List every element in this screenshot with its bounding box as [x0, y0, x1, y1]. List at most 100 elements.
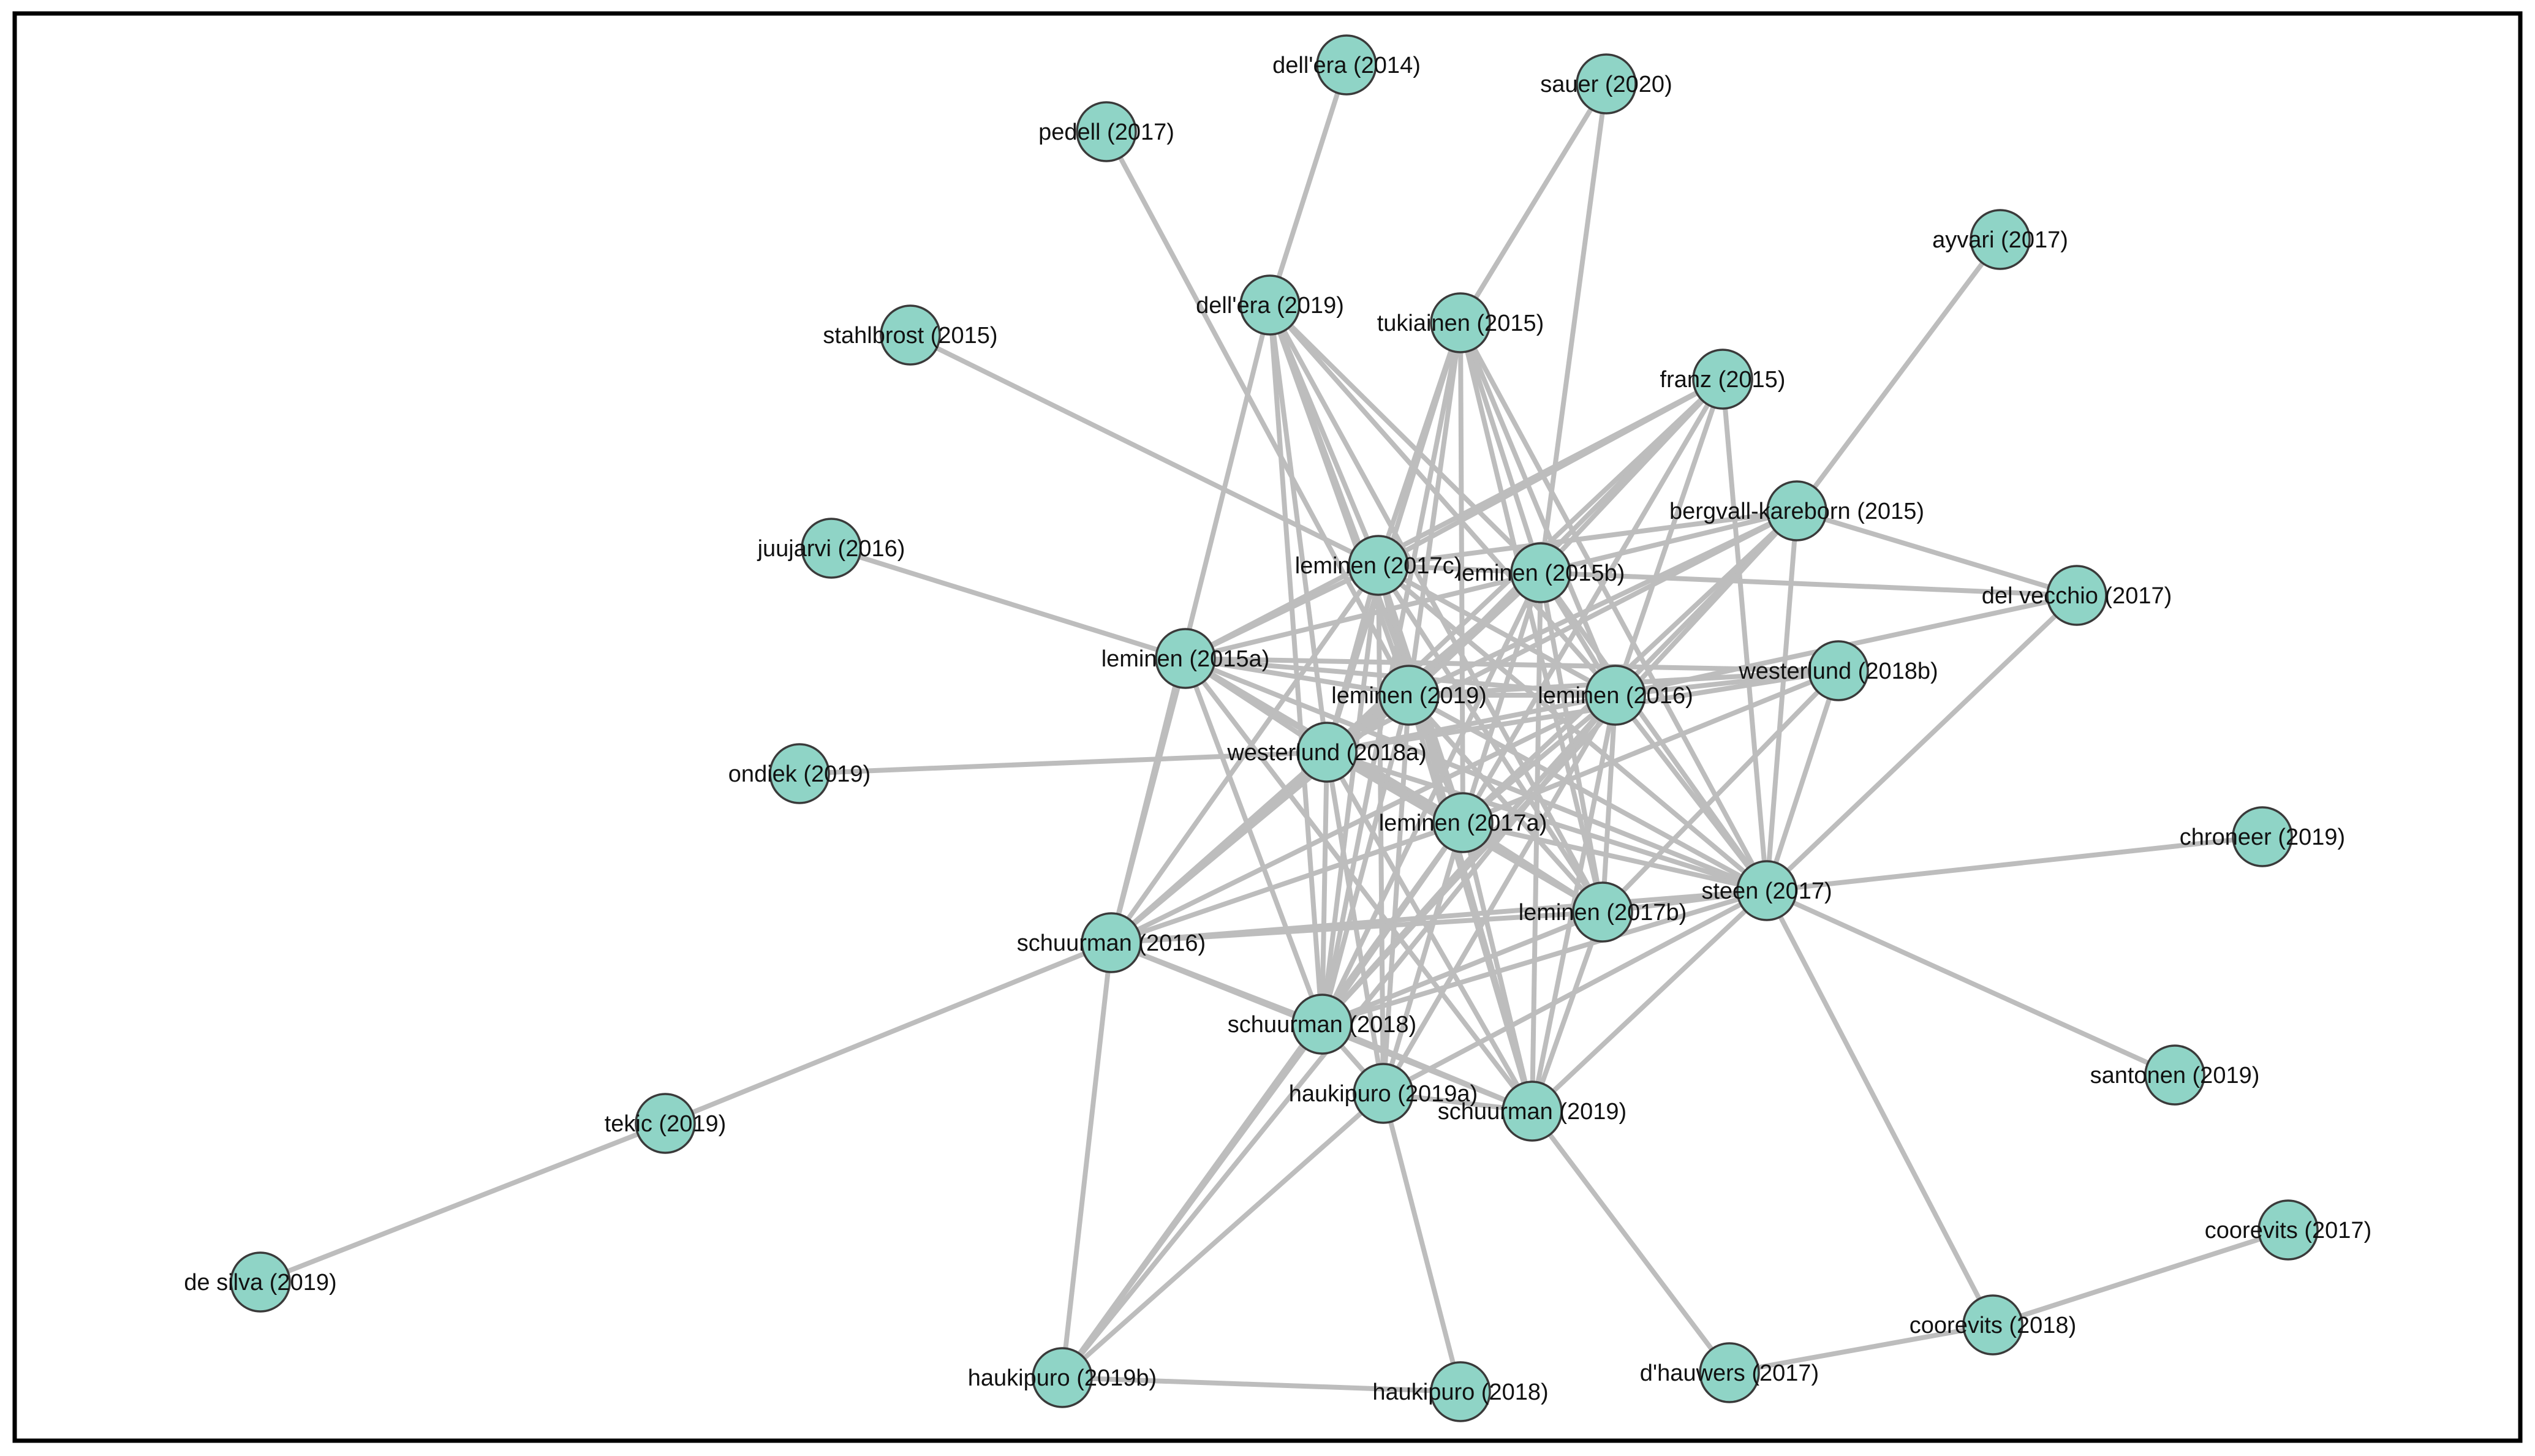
node-leminen2017a: leminen (2017a)	[1379, 792, 1547, 853]
edge-coorevits2018-dhauwers2017	[1727, 1322, 1995, 1375]
node-santonen2019: santonen (2019)	[2090, 1044, 2259, 1106]
node-label: coorevits (2017)	[2205, 1218, 2371, 1243]
edge-leminen2017a-schuurman2016	[1109, 820, 1465, 945]
edge-pedell2017-leminen2019	[1104, 129, 1411, 698]
node-label: steen (2017)	[1701, 878, 1832, 904]
node-schuurman2016: schuurman (2016)	[1017, 912, 1206, 973]
edge-leminen2017b-schuurman2018	[1320, 910, 1605, 1027]
node-delvecchio2017: del vecchio (2017)	[1982, 565, 2172, 626]
edge-haukipuro2018-haukipuro2019a	[1381, 1091, 1463, 1394]
edge-ondiek2019-westerlund2018a	[797, 750, 1329, 776]
edge-steen2017-schuurman2018	[1320, 888, 1769, 1027]
edge-leminen2015a-steen2017	[1183, 656, 1769, 893]
node-juujarvi2016: juujarvi (2016)	[757, 518, 905, 579]
edge-leminen2015a-schuurman2018	[1183, 656, 1324, 1027]
edge-leminen2019-steen2017	[1407, 693, 1769, 893]
node-label: d'hauwers (2017)	[1640, 1360, 1819, 1386]
node-circle	[1572, 881, 1633, 943]
node-circle	[1962, 1294, 2023, 1356]
node-ondiek2019: ondiek (2019)	[728, 743, 871, 804]
node-label: schuurman (2019)	[1438, 1099, 1626, 1125]
edge-leminen2016-haukipuro2019a	[1381, 693, 1618, 1096]
node-bergvall2015: bergvall-kareborn (2015)	[1669, 480, 1924, 541]
edge-leminen2016-steen2017	[1613, 693, 1769, 893]
node-circle	[1766, 480, 1827, 541]
edge-leminen2017a-haukipuro2019a	[1381, 820, 1465, 1096]
node-label: haukipuro (2018)	[1372, 1379, 1548, 1405]
node-circle	[1430, 292, 1491, 353]
edge-leminen2015b-schuurman2019	[1530, 570, 1543, 1114]
edge-leminen2017c-westerlund2018a	[1324, 563, 1381, 755]
node-schuurman2019: schuurman (2019)	[1438, 1081, 1626, 1142]
edge-dhauwers2017-schuurman2019	[1530, 1109, 1732, 1375]
edge-santonen2019-steen2017	[1764, 888, 2177, 1077]
edge-leminen2015b-leminen2015a	[1183, 570, 1543, 661]
edge-juujarvi2016-leminen2015a	[829, 546, 1188, 661]
node-label: leminen (2016)	[1538, 683, 1693, 709]
node-label: westerlund (2018a)	[1226, 740, 1426, 766]
node-label: haukipuro (2019a)	[1289, 1081, 1478, 1107]
node-circle	[1430, 1361, 1491, 1422]
node-label: schuurman (2018)	[1228, 1012, 1416, 1038]
edge-schuurman2018-schuurman2019	[1320, 1022, 1535, 1114]
node-label: ayvari (2017)	[1932, 227, 2068, 253]
edge-steen2017-schuurman2019	[1530, 888, 1769, 1114]
edge-ayvari2017-bergvall2015	[1794, 237, 2003, 513]
diagram-frame	[12, 11, 2523, 1443]
edge-sauer2020-tukiainen2015	[1458, 81, 1609, 325]
node-circle	[230, 1251, 291, 1313]
node-label: tekic (2019)	[605, 1111, 727, 1137]
node-circle	[769, 743, 830, 804]
node-label: dell'era (2019)	[1196, 293, 1344, 319]
node-label: del vecchio (2017)	[1982, 583, 2172, 609]
edge-leminen2015b-steen2017	[1538, 570, 1769, 893]
edge-leminen2019-schuurman2018	[1320, 693, 1411, 1027]
edge-westerlund2018b-steen2017	[1764, 668, 1841, 893]
edge-dellera2019-leminen2016	[1268, 303, 1618, 698]
edge-delvecchio2017-leminen2015b	[1538, 570, 2079, 598]
node-tekic2019: tekic (2019)	[605, 1093, 727, 1154]
node-label: tukiainen (2015)	[1377, 311, 1544, 336]
node-circle	[1032, 1347, 1093, 1408]
edge-leminen2019-haukipuro2019a	[1381, 693, 1411, 1096]
node-pedell2017: pedell (2017)	[1038, 101, 1174, 162]
node-circle	[1316, 34, 1377, 96]
node-steen2017: steen (2017)	[1701, 860, 1832, 921]
edge-leminen2017a-schuurman2019	[1460, 820, 1535, 1114]
node-circle	[1699, 1342, 1760, 1403]
node-circle	[801, 518, 862, 579]
node-haukipuro2018: haukipuro (2018)	[1372, 1361, 1549, 1422]
edge-leminen2017c-leminen2016	[1376, 563, 1618, 698]
node-label: bergvall-kareborn (2015)	[1669, 499, 1924, 524]
edge-leminen2016-schuurman2018	[1320, 693, 1618, 1027]
edge-haukipuro2019b-haukipuro2019a	[1060, 1091, 1386, 1380]
node-circle	[1432, 792, 1494, 853]
edge-bergvall2015-leminen2015b	[1538, 508, 1799, 575]
node-label: leminen (2017b)	[1519, 900, 1687, 926]
node-label: juujarvi (2016)	[757, 536, 905, 562]
node-circle	[1155, 628, 1216, 689]
edge-leminen2019-schuurman2019	[1407, 693, 1535, 1114]
node-label: sauer (2020)	[1540, 72, 1672, 97]
node-circle	[1502, 1081, 1563, 1142]
node-dellera2014: dell'era (2014)	[1272, 34, 1421, 96]
node-circle	[1348, 535, 1409, 596]
edge-chroneer2019-steen2017	[1764, 834, 2265, 893]
node-stahlbrost2015: stahlbrost (2015)	[823, 304, 998, 366]
node-label: schuurman (2016)	[1017, 930, 1206, 956]
node-coorevits2018: coorevits (2018)	[1910, 1294, 2076, 1356]
node-tukiainen2015: tukiainen (2015)	[1377, 292, 1544, 353]
node-label: pedell (2017)	[1038, 119, 1174, 145]
node-leminen2017c: leminen (2017c)	[1295, 535, 1462, 596]
node-label: ondiek (2019)	[728, 761, 871, 787]
node-circle	[1510, 542, 1571, 603]
nodes-layer: dell'era (2014) sauer (2020) pedell (2017)…	[184, 34, 2371, 1422]
node-circle	[1081, 912, 1142, 973]
node-circle	[635, 1093, 696, 1154]
node-label: leminen (2017c)	[1295, 553, 1462, 579]
node-circle	[1970, 209, 2031, 270]
node-label: haukipuro (2019b)	[968, 1365, 1157, 1391]
edge-leminen2015a-schuurman2016	[1109, 656, 1188, 945]
edge-leminen2017a-steen2017	[1460, 820, 1769, 893]
